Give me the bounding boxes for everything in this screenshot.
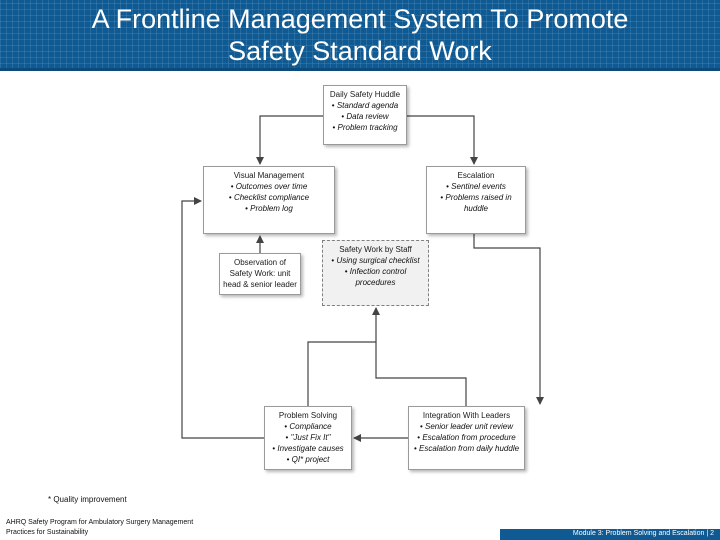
node-item: Problem log <box>207 203 331 214</box>
node-item: "Just Fix It" <box>268 432 348 443</box>
footer-bar <box>500 529 720 540</box>
node-item: Problem tracking <box>327 122 403 133</box>
node-item: Problems raised in huddle <box>430 192 522 214</box>
node-title: Daily Safety Huddle <box>329 90 401 99</box>
node-integration-with-leaders: Integration With Leaders Senior leader u… <box>408 406 525 470</box>
node-item: Senior leader unit review <box>412 421 521 432</box>
node-item: Checklist compliance <box>207 192 331 203</box>
node-item: Infection control procedures <box>326 266 425 288</box>
node-item: Compliance <box>268 421 348 432</box>
node-problem-solving: Problem Solving Compliance "Just Fix It"… <box>264 406 352 470</box>
node-item: Data review <box>327 111 403 122</box>
node-escalation: Escalation Sentinel events Problems rais… <box>426 166 526 234</box>
arrow-huddle-to-escalation <box>407 115 478 165</box>
node-title: Safety Work by Staff <box>339 245 412 254</box>
node-item: Escalation from procedure <box>412 432 521 443</box>
node-safety-work-by-staff: Safety Work by Staff Using surgical chec… <box>322 240 429 306</box>
node-title: Problem Solving <box>278 411 338 420</box>
node-title: Observation of Safety Work: unit head & … <box>223 258 297 289</box>
node-observation-of-safety-work: Observation of Safety Work: unit head & … <box>219 253 301 295</box>
node-title: Integration With Leaders <box>422 411 511 420</box>
arrow-problem-to-safety-work <box>307 307 380 406</box>
footnote: * Quality improvement <box>48 495 127 504</box>
title-banner <box>0 0 720 70</box>
node-item: Standard agenda <box>327 100 403 111</box>
page-title: A Frontline Management System To Promote… <box>91 4 629 66</box>
node-daily-safety-huddle: Daily Safety Huddle Standard agenda Data… <box>323 85 407 145</box>
arrow-escalation-to-integration <box>473 234 544 405</box>
node-visual-management: Visual Management Outcomes over time Che… <box>203 166 335 234</box>
arrow-integration-to-safety-work <box>375 342 467 406</box>
arrow-problem-to-visual <box>181 197 264 439</box>
node-item: Escalation from daily huddle <box>412 443 521 454</box>
source-citation: AHRQ Safety Program for Ambulatory Surge… <box>6 519 194 536</box>
node-item: QI* project <box>268 454 348 465</box>
title-divider <box>0 68 720 71</box>
node-item: Outcomes over time <box>207 181 331 192</box>
node-title: Visual Management <box>233 171 305 180</box>
footer-module-label: Module 3: Problem Solving and Escalation… <box>572 530 714 537</box>
node-item: Sentinel events <box>430 181 522 192</box>
node-item: Using surgical checklist <box>326 255 425 266</box>
node-item: Investigate causes <box>268 443 348 454</box>
arrow-huddle-to-visual <box>256 115 323 165</box>
node-title: Escalation <box>457 171 495 180</box>
